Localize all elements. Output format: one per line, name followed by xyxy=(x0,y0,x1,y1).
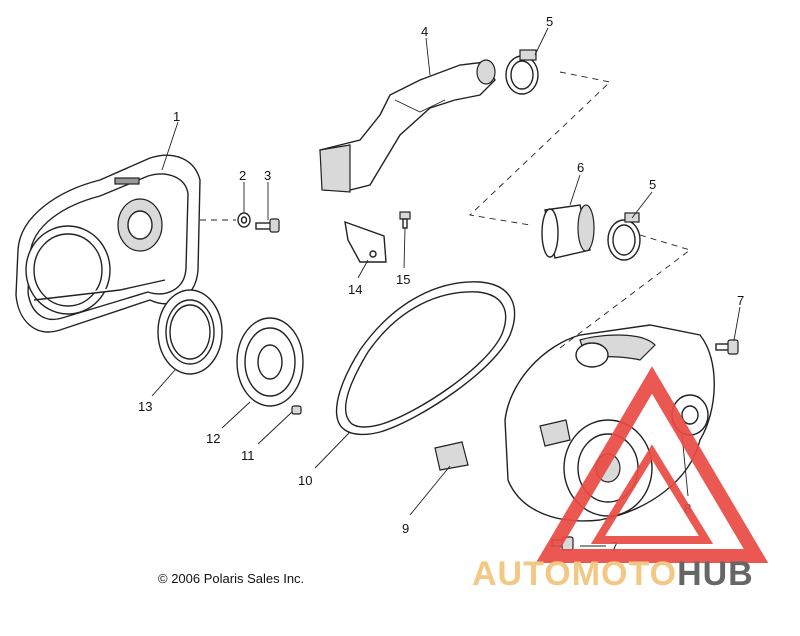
callout-15: 15 xyxy=(396,272,410,287)
cover-bolt-right xyxy=(715,339,739,355)
washer xyxy=(237,212,251,228)
small-screw xyxy=(399,211,411,229)
copyright-text: © 2006 Polaris Sales Inc. xyxy=(158,571,304,586)
bracket xyxy=(344,220,387,263)
drive-belt xyxy=(335,281,516,436)
callout-13: 13 xyxy=(138,399,152,414)
decal xyxy=(434,441,469,471)
callout-10: 10 xyxy=(298,473,312,488)
watermark-brand-part1: AUTOMOTO xyxy=(472,555,677,593)
bolt xyxy=(255,218,280,233)
callout-labels: 1 2 3 4 5 5 6 7 7 8 9 10 11 12 13 14 15 xyxy=(138,14,744,554)
watermark-brand: AUTOMOTOHUB xyxy=(472,555,754,593)
inner-clutch-cover xyxy=(15,154,201,333)
callout-12: 12 xyxy=(206,431,220,446)
callout-7-right: 7 xyxy=(737,293,744,308)
callout-6: 6 xyxy=(577,160,584,175)
callout-1: 1 xyxy=(173,109,180,124)
hose-clamp-middle xyxy=(607,212,641,261)
callout-3: 3 xyxy=(264,168,271,183)
callout-11: 11 xyxy=(241,448,255,463)
retaining-plate xyxy=(236,317,304,407)
callout-9: 9 xyxy=(402,521,409,536)
callout-2: 2 xyxy=(239,168,246,183)
callout-14: 14 xyxy=(348,282,362,297)
callout-5-top: 5 xyxy=(546,14,553,29)
callout-5-middle: 5 xyxy=(649,177,656,192)
seal xyxy=(157,289,223,375)
callout-7-bottom: 7 xyxy=(611,539,618,554)
connector-sleeve xyxy=(541,204,595,259)
hose-clamp-top xyxy=(505,49,539,95)
plate-screw xyxy=(291,405,302,415)
watermark-triangle xyxy=(535,366,769,563)
callout-4: 4 xyxy=(421,24,428,39)
watermark-logo: AUTOMOTOHUB xyxy=(472,366,769,593)
assembly-dashed-lines xyxy=(200,71,691,349)
watermark-brand-part2: HUB xyxy=(677,555,754,593)
intake-duct xyxy=(319,59,496,193)
